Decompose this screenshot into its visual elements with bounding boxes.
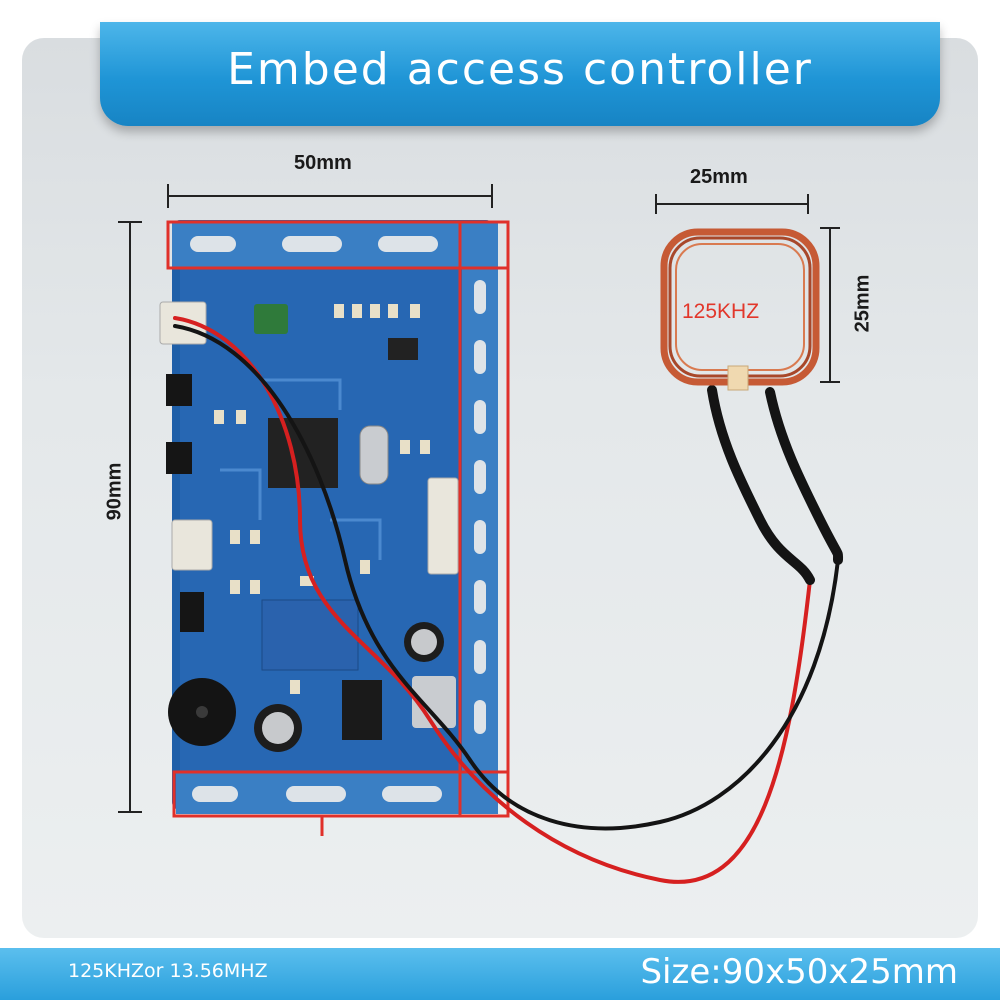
frequency-note: 125KHZor 13.56MHZ <box>68 960 268 982</box>
coil-height-label: 25mm <box>851 274 874 333</box>
highlight-boxes <box>166 220 510 818</box>
coil-height-dimension <box>820 227 840 383</box>
footer-bar: 125KHZor 13.56MHZ Size:90x50x25mm <box>0 948 1000 1000</box>
board-width-dimension <box>167 184 493 208</box>
coil-width-label: 25mm <box>690 166 748 188</box>
coil-frequency-label: 125KHZ <box>682 300 760 323</box>
antenna-wires <box>173 316 844 884</box>
coil-tape <box>727 365 749 391</box>
board-height-dimension <box>118 221 142 813</box>
title-banner: Embed access controller <box>100 22 940 126</box>
title-text: Embed access controller <box>227 44 813 95</box>
coil-width-dimension <box>655 194 809 214</box>
size-note: Size:90x50x25mm <box>640 952 958 992</box>
board-height-label: 90mm <box>103 462 126 521</box>
board-width-label: 50mm <box>294 152 352 174</box>
pcb-board <box>159 220 498 814</box>
